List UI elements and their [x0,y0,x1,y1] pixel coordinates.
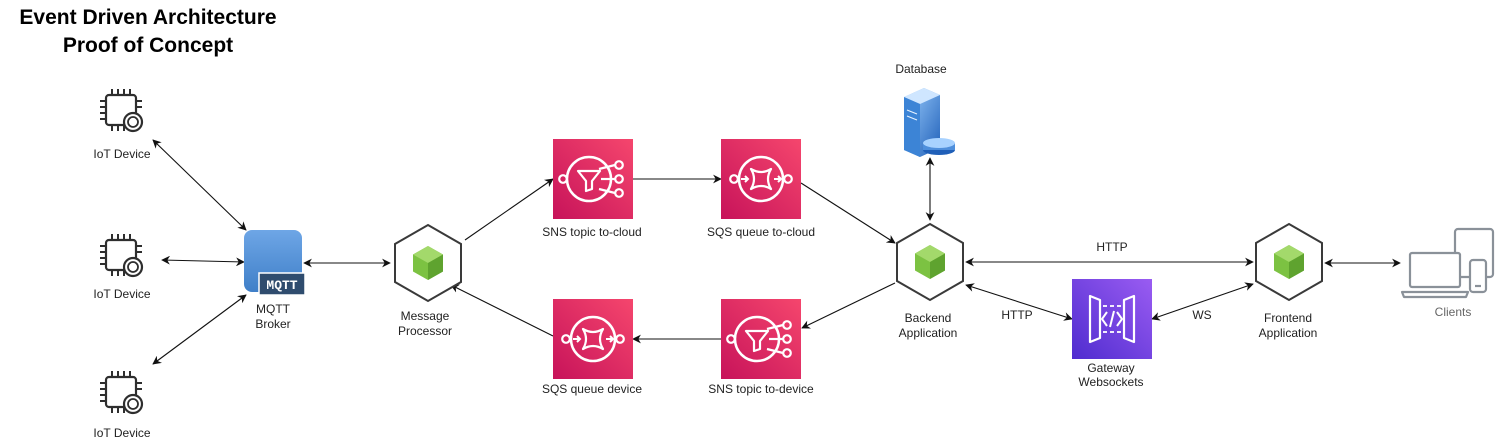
clients[interactable]: Clients [1400,227,1495,319]
iot-device-2-label: IoT Device [93,287,150,301]
sns-topic-to-cloud-label: SNS topic to-cloud [542,225,641,239]
sqs-queue-device[interactable]: SQS queue device [542,297,642,396]
message-processor-label-2: Processor [398,324,452,338]
edge-sqs-device-processor [450,284,554,337]
edge-label-ws: WS [1192,308,1211,322]
iot-device-1-label: IoT Device [93,147,150,161]
sqs-queue-to-cloud[interactable]: SQS queue to-cloud [707,137,815,239]
edge-sqs-cloud-backend [800,182,896,244]
mqtt-broker-label-2: Broker [255,317,290,331]
database-server-icon [904,88,955,157]
mqtt-badge: MQTT [266,278,297,293]
title-line-2: Proof of Concept [63,34,233,57]
sns-icon [551,137,635,221]
chip-icon [98,232,144,278]
mqtt-broker-icon: MQTT [244,230,306,296]
sns-topic-to-device[interactable]: SNS topic to-device [708,297,814,396]
backend-application[interactable]: Backend Application [896,223,964,340]
iot-device-1[interactable]: IoT Device [93,87,151,161]
sqs-queue-device-label: SQS queue device [542,382,642,396]
gateway-websockets[interactable]: Gateway Websockets [1072,279,1152,389]
chip-icon [98,87,144,133]
nodejs-icon [1255,223,1323,301]
frontend-application-label-2: Application [1259,326,1318,340]
mqtt-broker-label-1: MQTT [256,302,291,316]
clients-label: Clients [1435,305,1472,319]
edge-backend-gateway [965,283,1073,321]
chip-icon [98,369,144,415]
frontend-application-label-1: Frontend [1264,311,1312,325]
gateway-websockets-label-2: Websockets [1078,375,1143,389]
devices-icon [1400,227,1495,299]
edge-label-http-top: HTTP [1096,240,1127,254]
backend-application-label-1: Backend [905,311,952,325]
edge-label-http-bottom: HTTP [1001,308,1032,322]
gateway-websockets-label-1: Gateway [1087,361,1134,375]
iot-device-2[interactable]: IoT Device [93,232,151,301]
message-processor-label-1: Message [401,309,450,323]
iot-device-3[interactable]: IoT Device [93,369,151,440]
edge-iot1-broker [152,139,247,231]
api-gateway-icon [1072,279,1152,359]
nodejs-icon [394,224,462,302]
sns-icon [719,297,803,381]
edge-processor-sns-cloud [464,178,554,241]
edge-iot3-broker [152,294,247,365]
sqs-icon [551,297,635,381]
backend-application-label-2: Application [899,326,958,340]
title-line-1: Event Driven Architecture [19,6,276,29]
sns-topic-to-device-label: SNS topic to-device [708,382,814,396]
edge-backend-sns-device [801,282,896,329]
database[interactable]: Database [895,62,955,157]
iot-device-3-label: IoT Device [93,426,150,440]
connections [152,139,1401,365]
edge-gateway-frontend [1151,282,1254,321]
sns-topic-to-cloud[interactable]: SNS topic to-cloud [542,137,642,239]
frontend-application[interactable]: Frontend Application [1255,223,1323,340]
sqs-queue-to-cloud-label: SQS queue to-cloud [707,225,815,239]
sqs-icon [719,137,803,221]
message-processor[interactable]: Message Processor [394,224,462,338]
database-label: Database [895,62,947,76]
nodejs-icon [896,223,964,301]
mqtt-broker[interactable]: MQTT MQTT Broker [244,230,306,331]
edge-iot2-broker [161,255,245,267]
